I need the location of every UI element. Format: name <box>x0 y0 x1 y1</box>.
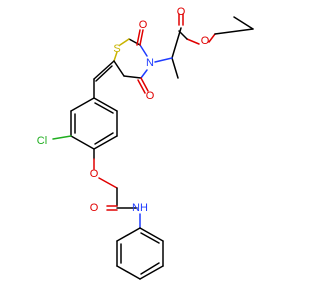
bond <box>93 135 118 150</box>
bond <box>233 16 254 30</box>
atom-label-ring-carbonyl-oxygen-top: O <box>139 19 148 31</box>
atom-label-ring-carbonyl-oxygen-bottom: O <box>146 90 155 102</box>
bond <box>70 135 95 150</box>
atom-labels: O O O S N O Cl O O NH <box>37 6 210 214</box>
bond <box>140 77 149 92</box>
bond <box>171 57 179 79</box>
bond <box>123 75 142 79</box>
bond <box>139 29 144 46</box>
bond-lines <box>52 13 254 280</box>
bond <box>128 38 141 46</box>
bond <box>93 60 115 80</box>
bond <box>70 97 95 112</box>
bond <box>186 38 200 45</box>
bond <box>154 57 173 63</box>
bond <box>137 79 146 94</box>
atom-label-sulfur: S <box>113 43 120 55</box>
atom-label-ester-oxygen: O <box>201 35 210 47</box>
bond <box>140 69 148 79</box>
bond <box>214 28 254 35</box>
bond <box>93 97 118 112</box>
atom-label-ether-oxygen: O <box>90 168 99 180</box>
bond <box>171 27 182 59</box>
bond <box>136 29 141 46</box>
bond <box>119 38 130 46</box>
bond <box>94 102 114 114</box>
atom-label-ring-nitrogen: N <box>146 57 154 69</box>
bond <box>116 227 141 242</box>
bond <box>98 177 118 189</box>
atom-label-chlorine: Cl <box>37 135 47 147</box>
molecule-structure-diagram: O O O S N O Cl O O NH <box>37 6 254 280</box>
atom-label-ester-carbonyl-oxygen: O <box>177 6 186 18</box>
bond <box>139 44 148 57</box>
bond <box>140 232 160 244</box>
bond <box>116 265 141 280</box>
bond <box>113 60 125 77</box>
bond <box>139 227 164 242</box>
atom-label-amide-nh: NH <box>132 202 148 214</box>
bond <box>139 265 164 280</box>
bond <box>208 33 216 43</box>
bond <box>94 132 114 145</box>
atom-label-amide-oxygen: O <box>90 202 99 214</box>
bond <box>140 262 160 275</box>
bond <box>113 51 118 62</box>
bond <box>52 135 72 140</box>
bond <box>95 65 113 82</box>
